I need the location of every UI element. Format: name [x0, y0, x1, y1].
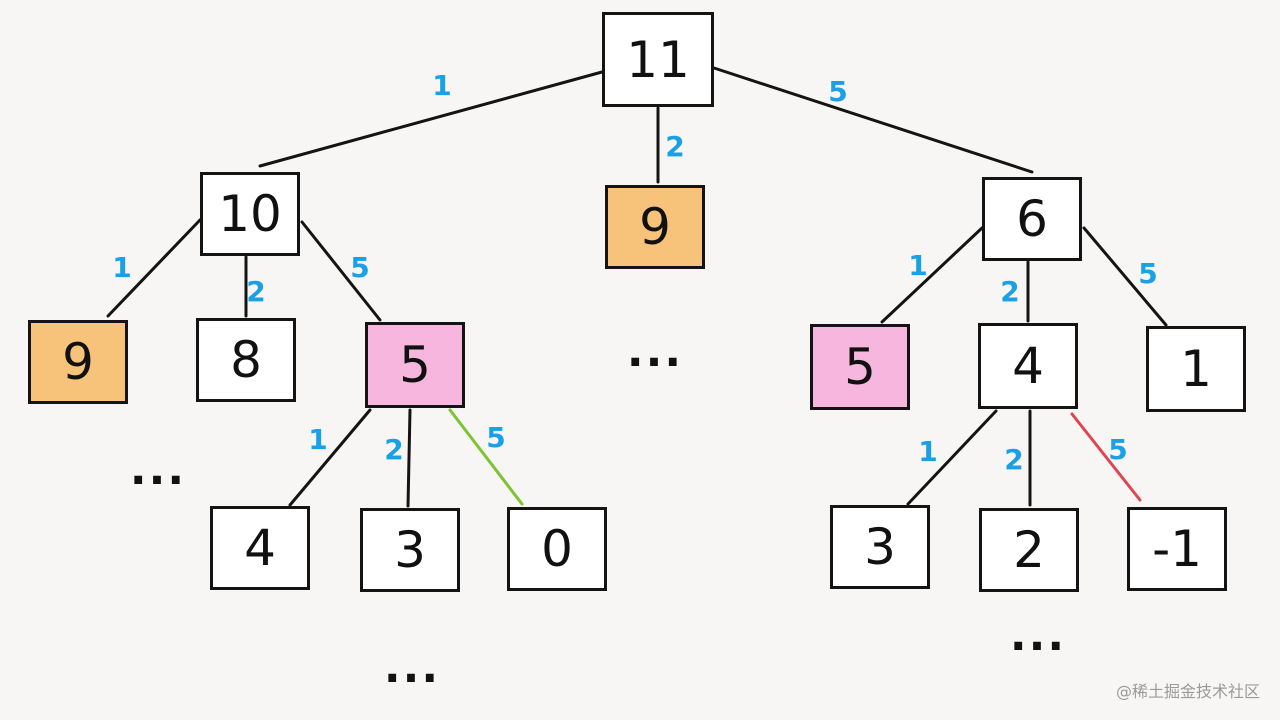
edge-e11-6	[712, 66, 1034, 174]
node-value: 11	[626, 30, 690, 89]
tree-node-nm1: -1	[1127, 507, 1227, 591]
watermark-text: @稀土掘金技术社区	[1115, 682, 1260, 701]
ellipsis-dots-left: ...	[129, 444, 187, 495]
node-value: 8	[230, 331, 262, 389]
tree-node-n4left: 4	[210, 506, 310, 590]
tree-node-n9mid: 9	[605, 185, 705, 269]
edge-label-e6-5: 1	[908, 249, 928, 282]
tree-node-n5right: 5	[810, 324, 910, 410]
edge-label-e6-4: 2	[1000, 275, 1020, 308]
edge-e6-5	[880, 226, 984, 324]
edge-label-e10-8: 2	[246, 275, 266, 308]
tree-node-n8: 8	[196, 318, 296, 402]
tree-node-n3left: 3	[360, 508, 460, 592]
node-value: -1	[1152, 520, 1202, 578]
tree-node-n3right: 3	[830, 505, 930, 589]
edge-e5-4	[288, 408, 372, 507]
edge-label-e6-1: 5	[1138, 257, 1158, 290]
edge-e4-3	[906, 409, 998, 506]
node-value: 4	[1012, 337, 1044, 395]
tree-node-n6: 6	[982, 177, 1082, 261]
tree-node-n4right: 4	[978, 323, 1078, 409]
tree-node-n0: 0	[507, 507, 607, 591]
ellipsis-dots-bottom-left: ...	[383, 642, 441, 693]
edge-label-e11-10: 1	[432, 69, 452, 102]
edge-label-e5-0: 5	[486, 421, 506, 454]
edge-label-e10-9: 1	[112, 251, 132, 284]
node-value: 4	[244, 519, 276, 577]
ellipsis-dots-center: ...	[626, 326, 684, 377]
edge-label-e10-5: 5	[350, 251, 370, 284]
node-value: 3	[394, 521, 426, 579]
node-value: 0	[541, 520, 573, 578]
node-value: 10	[218, 185, 282, 243]
tree-node-n5left: 5	[365, 322, 465, 408]
edge-label-e4-3: 1	[918, 435, 938, 468]
edge-e5-0	[448, 408, 524, 506]
edge-e11-10	[258, 70, 604, 168]
edge-label-e4-2: 2	[1004, 443, 1024, 476]
tree-node-n1: 1	[1146, 326, 1246, 412]
tree-node-n9left: 9	[28, 320, 128, 404]
node-value: 9	[62, 333, 94, 391]
tree-node-n10: 10	[200, 172, 300, 256]
edge-e10-9	[106, 218, 202, 318]
tree-node-n11: 11	[602, 12, 714, 107]
node-value: 6	[1016, 190, 1048, 248]
edge-e5-3	[406, 408, 412, 508]
edge-label-e11-6: 5	[828, 75, 848, 108]
edge-label-e11-9: 2	[665, 130, 685, 163]
node-value: 5	[844, 338, 876, 396]
edge-label-e4-m1: 5	[1108, 433, 1128, 466]
node-value: 2	[1013, 521, 1045, 579]
node-value: 1	[1180, 340, 1212, 398]
node-value: 5	[399, 336, 431, 394]
edge-e6-1	[1082, 226, 1168, 327]
edge-e4-m1	[1070, 412, 1142, 502]
tree-node-n2: 2	[979, 508, 1079, 592]
node-value: 9	[639, 198, 671, 256]
ellipsis-dots-bottom-right: ...	[1009, 610, 1067, 661]
edge-label-e5-3: 2	[384, 433, 404, 466]
edge-e10-5	[300, 220, 382, 322]
edge-label-e5-4: 1	[308, 423, 328, 456]
node-value: 3	[864, 518, 896, 576]
